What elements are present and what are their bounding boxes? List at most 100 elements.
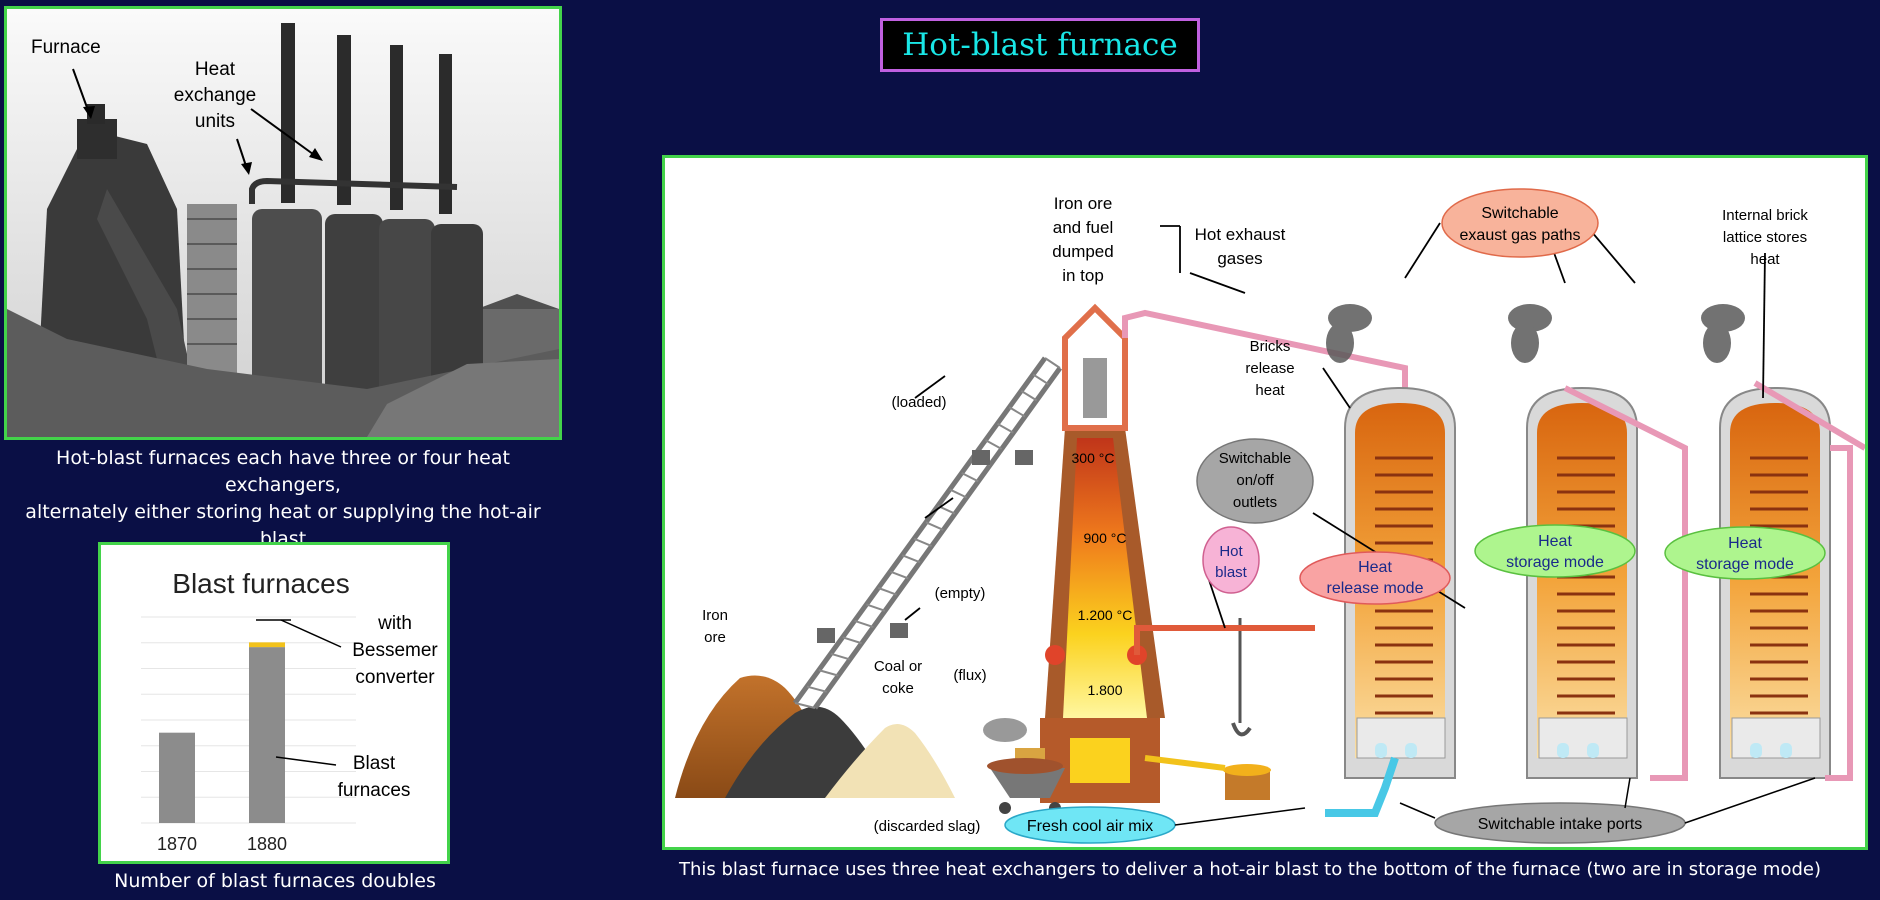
label-discarded-slag: (discarded slag) (874, 818, 981, 835)
bubble-fresh-air: Fresh cool air mix (1004, 806, 1176, 844)
annot-blast-2: furnaces (338, 780, 411, 801)
bubble-hot-blast-1: Hot (1219, 543, 1243, 560)
conveyor-rung (901, 554, 921, 564)
bubble-heat-storage-1: Heat storage mode (1474, 524, 1636, 578)
temp-300: 300 °C (1072, 450, 1115, 466)
label-hot-exhaust-1: Hot exhaust (1195, 225, 1286, 244)
diagram-caption: This blast furnace uses three heat excha… (679, 859, 1821, 880)
conveyor-rung (889, 570, 909, 580)
label-coal-2: coke (882, 680, 914, 697)
bubble-intake-text: Switchable intake ports (1478, 816, 1643, 833)
conveyor-rung (984, 439, 1003, 450)
photo-caption-line1: Hot-blast furnaces each have three or fo… (56, 447, 510, 496)
smoke (1326, 304, 1745, 363)
conveyor-rung (866, 603, 886, 612)
conveyor-rung (1032, 373, 1049, 386)
label-iron-ore-top-2: and fuel (1053, 218, 1114, 237)
conveyor-rung (949, 488, 968, 499)
bubble-outlets-2: on/off (1236, 472, 1274, 489)
furnace-diagram: 300 °C 900 °C 1.200 °C 1.800 Iron ore an… (675, 188, 1865, 844)
temp-1200: 1.200 °C (1078, 607, 1133, 623)
photo-panel: Furnace Heat exchange units (4, 6, 562, 440)
bar-blast-furnaces (249, 647, 285, 823)
page-title: Hot-blast furnace (902, 27, 1178, 63)
bubble-release-2: release mode (1327, 580, 1424, 597)
bubble-release-1: Heat (1358, 559, 1392, 576)
ladle-crane (1144, 618, 1271, 800)
label-empty: (empty) (935, 585, 986, 602)
x-tick-label: 1880 (247, 834, 287, 854)
conveyor-rung (854, 619, 874, 628)
conveyor-rung (794, 702, 816, 709)
chart-caption: Number of blast furnaces doubles (114, 870, 436, 892)
label-internal-brick-1: Internal brick (1722, 207, 1808, 224)
conveyor-rung (1044, 357, 1061, 369)
conveyor-rung (830, 652, 851, 661)
bubble-heat-storage-2: Heat storage mode (1664, 526, 1826, 580)
label-loaded: (loaded) (891, 394, 946, 411)
temp-900: 900 °C (1084, 530, 1127, 546)
conveyor-rung (925, 521, 944, 531)
conveyor-rung (806, 685, 827, 693)
diagram-panel: 300 °C 900 °C 1.200 °C 1.800 Iron ore an… (662, 155, 1868, 850)
bubble-outlets-1: Switchable (1219, 450, 1292, 467)
annot-bessemer-3: converter (355, 667, 435, 688)
conveyor-rung (877, 587, 898, 596)
bubble-storage1-2: storage mode (1506, 554, 1604, 571)
blast-leader (275, 756, 337, 766)
label-internal-brick-2: lattice stores (1723, 229, 1807, 246)
conveyor-rung (818, 669, 839, 677)
photo-label-heat-2: exchange (174, 85, 256, 106)
bubble-storage2-1: Heat (1728, 535, 1762, 552)
annot-bessemer-2: Bessemer (352, 640, 438, 661)
chart-panel: Blast furnaces 1870 1880 with Bessemer co… (98, 542, 450, 864)
label-coal-1: Coal or (874, 658, 922, 675)
furnace-photo: Furnace Heat exchange units (7, 9, 559, 437)
stove-storage-1 (1526, 386, 1638, 779)
label-internal-brick-3: heat (1750, 251, 1780, 268)
chart-title: Blast furnaces (172, 568, 349, 599)
label-bricks-1: Bricks (1250, 338, 1291, 355)
bar-chart: Blast furnaces 1870 1880 with Bessemer co… (141, 568, 438, 854)
conveyor-rung (1008, 406, 1026, 418)
conveyor-rung (996, 422, 1014, 434)
label-iron-ore-top-4: in top (1062, 266, 1104, 285)
bessemer-leader-2 (280, 619, 342, 648)
bubble-heat-release: Heat release mode (1299, 551, 1451, 605)
annot-bessemer-1: with (377, 613, 412, 634)
blast-furnace (1015, 303, 1165, 803)
label-iron-ore-top-1: Iron ore (1054, 194, 1113, 213)
photo-caption: Hot-blast furnaces each have three or fo… (0, 445, 566, 553)
bubble-storage2-2: storage mode (1696, 556, 1794, 573)
fresh-air-pipe (1325, 756, 1399, 817)
conveyor-rung (913, 537, 933, 548)
stove-storage-2 (1719, 386, 1831, 779)
bubble-exhaust-1: Switchable (1481, 205, 1558, 222)
bubble-fresh-air-text: Fresh cool air mix (1027, 818, 1153, 835)
bar-blast-furnaces (159, 732, 195, 823)
bubble-storage1-1: Heat (1538, 533, 1572, 550)
temp-1800: 1.800 (1087, 682, 1122, 698)
intake-arrows (1174, 777, 1816, 826)
bubble-intake-ports: Switchable intake ports (1434, 802, 1686, 844)
bubble-switchable-outlets: Switchable on/off outlets (1196, 438, 1314, 524)
label-iron-ore-2: ore (704, 629, 726, 646)
bubble-outlets-3: outlets (1233, 494, 1277, 511)
material-piles (675, 675, 955, 798)
conveyor-rung (1020, 390, 1038, 402)
stove-exhaust-pipes (1563, 380, 1865, 781)
x-tick-label: 1870 (157, 834, 197, 854)
bubble-hot-blast-2: blast (1215, 564, 1248, 581)
photo-label-furnace: Furnace (31, 37, 101, 58)
slag-cart (983, 718, 1065, 814)
hot-blast-pipe (1134, 625, 1315, 655)
conveyor-rung (842, 636, 862, 645)
bar-bessemer (249, 642, 285, 648)
title-box: Hot-blast furnace (880, 18, 1200, 72)
label-bricks-2: release (1245, 360, 1294, 377)
annot-blast-1: Blast (353, 753, 396, 774)
photo-label-heat-1: Heat (195, 59, 236, 80)
bubble-exhaust-2: exaust gas paths (1460, 227, 1581, 244)
label-hot-exhaust-2: gases (1217, 249, 1262, 268)
bubble-switchable-exhaust: Switchable exaust gas paths (1441, 188, 1599, 258)
